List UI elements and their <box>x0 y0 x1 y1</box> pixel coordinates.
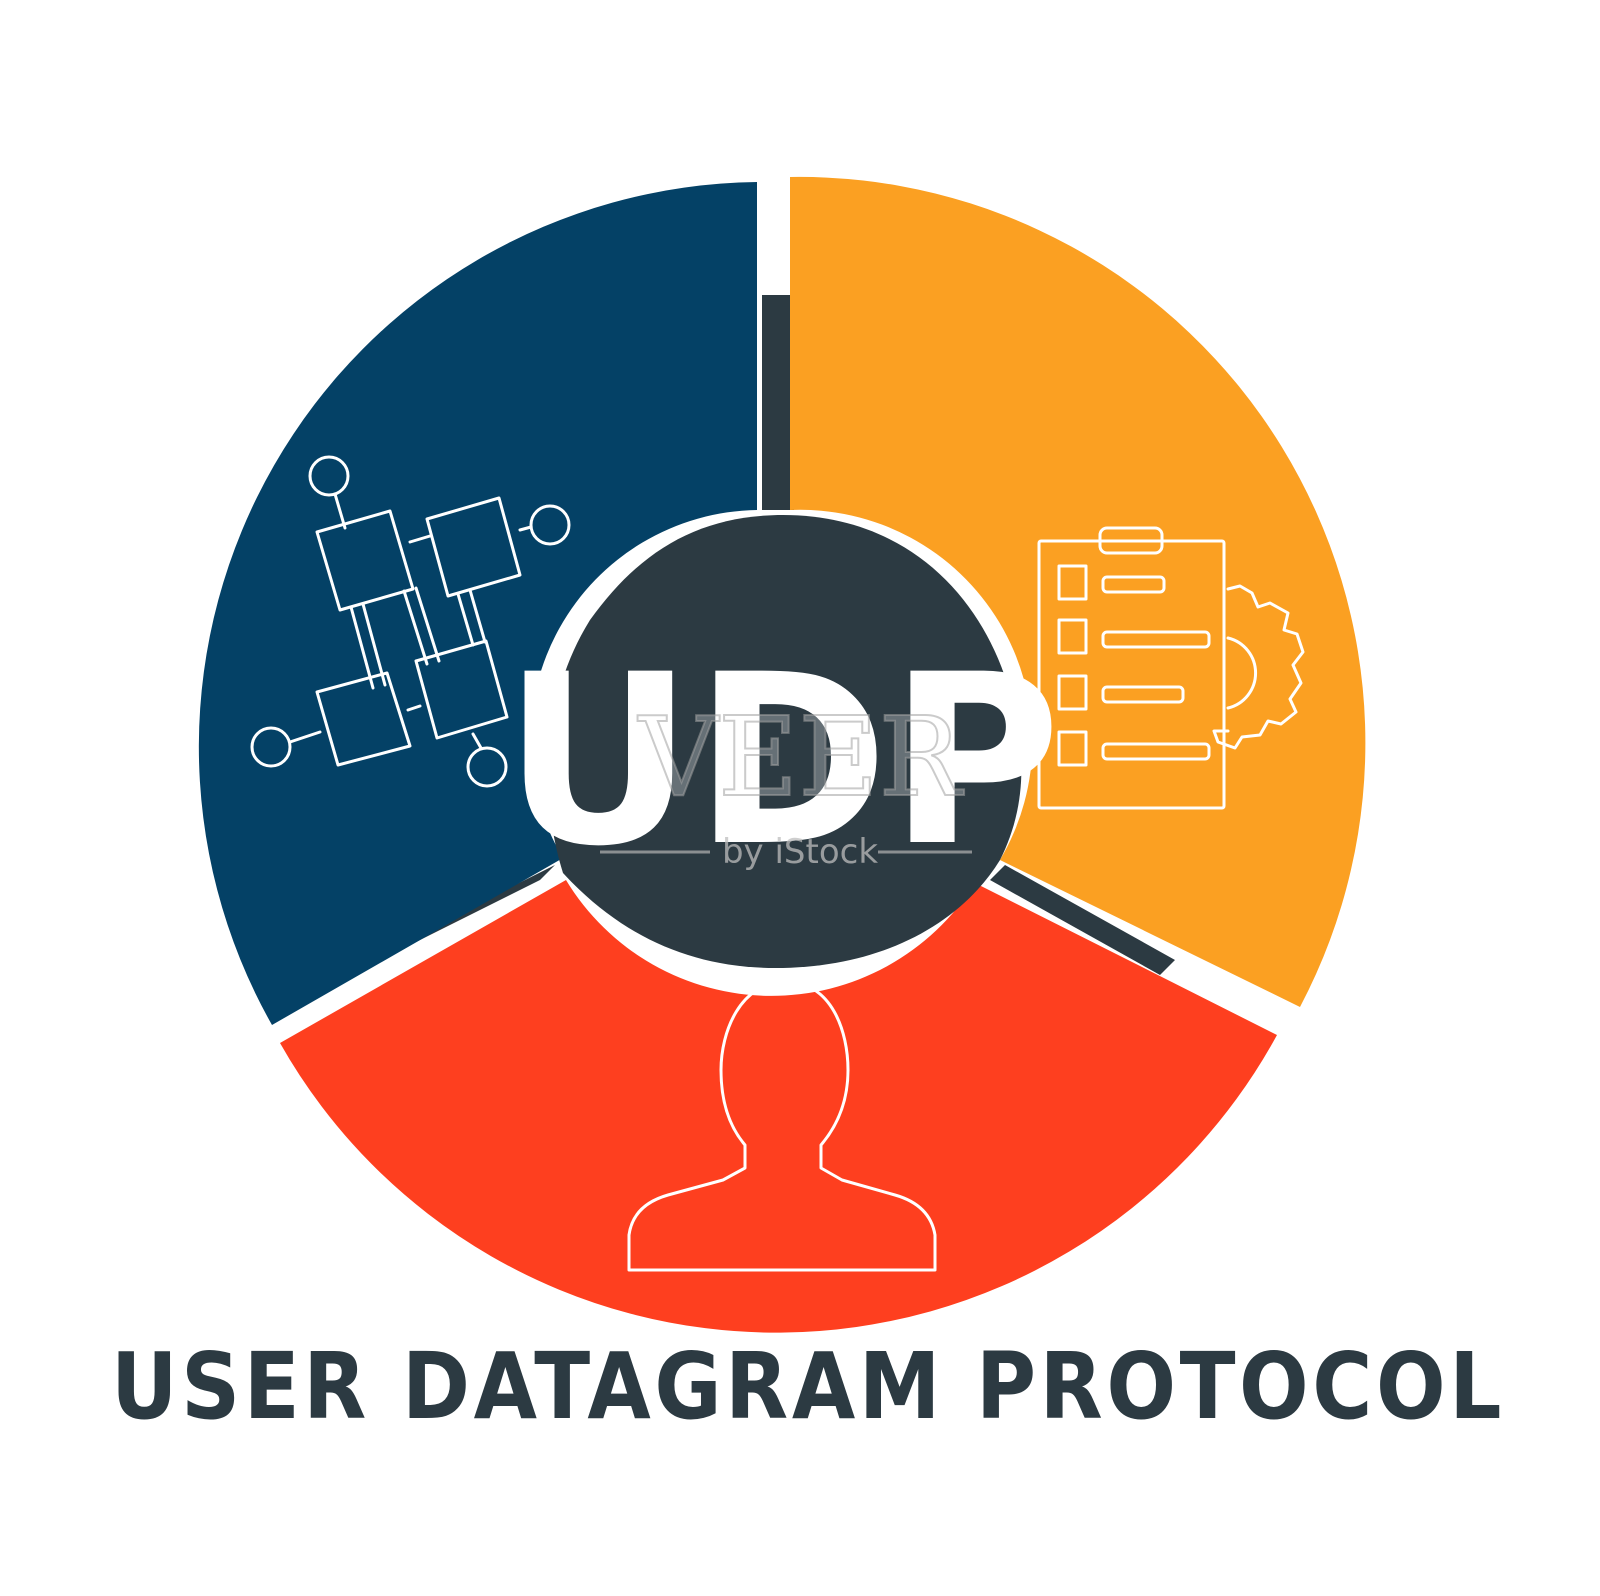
network-nodes-icon <box>250 455 571 788</box>
connector-bar-top <box>762 295 794 510</box>
diagram-title: USER DATAGRAM PROTOCOL <box>111 1333 1505 1440</box>
center-hub <box>548 515 1022 968</box>
settings-segment <box>790 176 1366 1007</box>
connector-bar-right <box>990 865 1175 975</box>
watermark-brand: VEER <box>637 693 965 821</box>
user-segment <box>280 880 1277 1333</box>
user-silhouette-icon <box>627 980 937 1272</box>
watermark-sub: by iStock <box>722 832 878 872</box>
network-segment <box>198 182 758 1025</box>
checklist-gear-icon <box>1037 526 1305 810</box>
watermark: VEER by iStock <box>600 692 972 872</box>
